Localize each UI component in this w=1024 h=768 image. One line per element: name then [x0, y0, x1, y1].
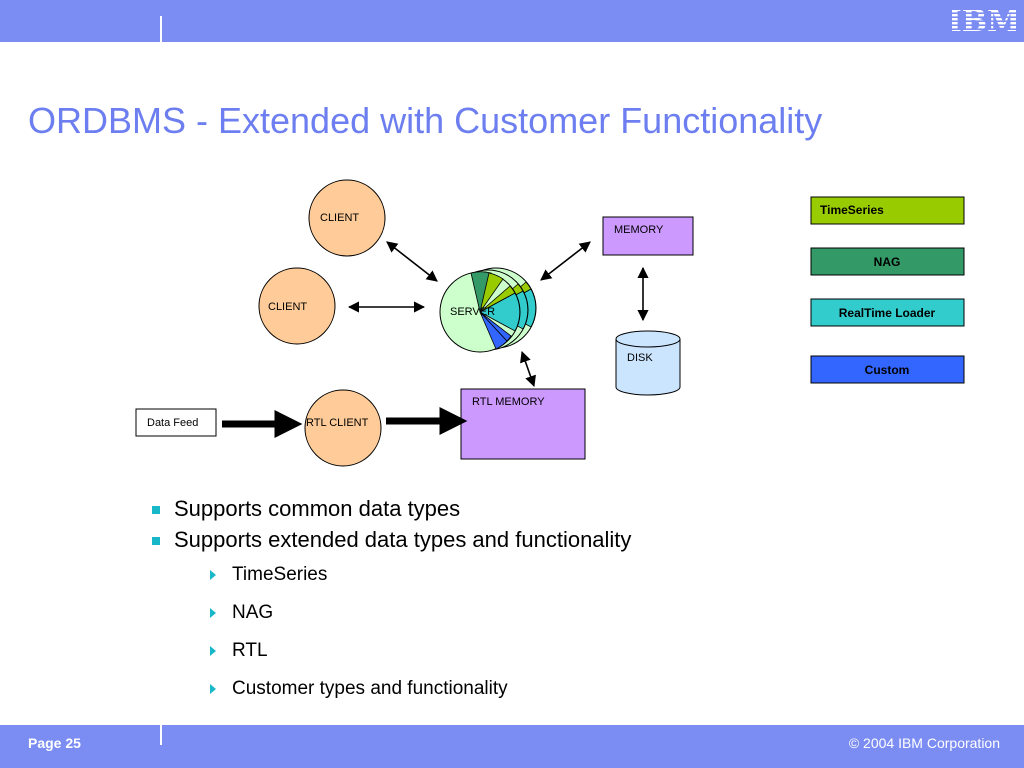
- sub-bullet-text: Customer types and functionality: [232, 678, 508, 699]
- memory-label: MEMORY: [614, 224, 664, 236]
- ibm-logo: IBM: [952, 4, 1016, 38]
- square-bullet-icon: [152, 506, 160, 514]
- disk-node: [615, 330, 681, 396]
- bullet-list: Supports common data types Supports exte…: [150, 494, 631, 556]
- triangle-bullet-icon: [210, 608, 216, 618]
- sub-bullet-list: TimeSeries NAG RTL Customer types and fu…: [208, 562, 508, 714]
- ibm-logo-text: IBM: [952, 4, 1016, 38]
- header-bar: IBM: [0, 0, 1024, 42]
- architecture-diagram: CLIENT CLIENT RTL CLIENT SERVER MEMORY D…: [135, 179, 965, 467]
- bullet-item: Supports common data types: [150, 494, 631, 525]
- server-rtl-memory-arrow: [520, 350, 536, 388]
- sub-bullet-item: Customer types and functionality: [208, 676, 508, 714]
- rtl-client-node: [304, 389, 382, 467]
- footer-divider: [160, 723, 162, 745]
- client-top-label: CLIENT: [320, 212, 359, 224]
- sub-bullet-item: RTL: [208, 638, 508, 676]
- server-node: [439, 267, 537, 353]
- sub-bullet-text: NAG: [232, 602, 274, 623]
- client-node-top: [308, 179, 386, 257]
- sub-bullet-text: TimeSeries: [232, 564, 328, 585]
- legend-custom-box: [810, 355, 965, 384]
- triangle-bullet-icon: [210, 570, 216, 580]
- memory-node: [602, 216, 694, 256]
- rtl-memory-label: RTL MEMORY: [472, 396, 545, 408]
- server-label: SERVER: [450, 306, 495, 318]
- square-bullet-icon: [152, 537, 160, 545]
- disk-label: DISK: [627, 352, 653, 364]
- bullet-text: Supports common data types: [174, 496, 461, 521]
- triangle-bullet-icon: [210, 684, 216, 694]
- slide-title: ORDBMS - Extended with Customer Function…: [28, 100, 823, 141]
- data-feed-label: Data Feed: [147, 417, 198, 429]
- data-feed-node: [135, 408, 217, 437]
- legend-timeseries-box: [810, 196, 965, 225]
- legend-realtime-loader-box: [810, 298, 965, 327]
- server-memory-arrow: [540, 241, 591, 281]
- client-node-mid: [258, 267, 336, 345]
- legend: TimeSeries NAG RealTime Loader Custom: [810, 196, 965, 384]
- legend-nag-label: NAG: [874, 255, 901, 269]
- copyright-text: © 2004 IBM Corporation: [848, 735, 1000, 751]
- bullet-text: Supports extended data types and functio…: [174, 527, 632, 552]
- client-mid-label: CLIENT: [268, 301, 307, 313]
- sub-bullet-item: TimeSeries: [208, 562, 508, 600]
- footer-bar: Page 25 © 2004 IBM Corporation: [0, 723, 1024, 768]
- rtl-client-label: RTL CLIENT: [306, 417, 369, 429]
- sub-bullet-item: NAG: [208, 600, 508, 638]
- legend-timeseries-label: TimeSeries: [820, 203, 884, 217]
- legend-realtime-loader-label: RealTime Loader: [839, 306, 936, 320]
- header-divider: [160, 16, 162, 42]
- sub-bullet-text: RTL: [232, 640, 268, 661]
- page-number: Page 25: [28, 735, 81, 751]
- legend-nag-box: [810, 247, 965, 276]
- triangle-bullet-icon: [210, 646, 216, 656]
- client-top-server-arrow: [386, 241, 438, 282]
- bullet-item: Supports extended data types and functio…: [150, 525, 631, 556]
- legend-custom-label: Custom: [865, 363, 910, 377]
